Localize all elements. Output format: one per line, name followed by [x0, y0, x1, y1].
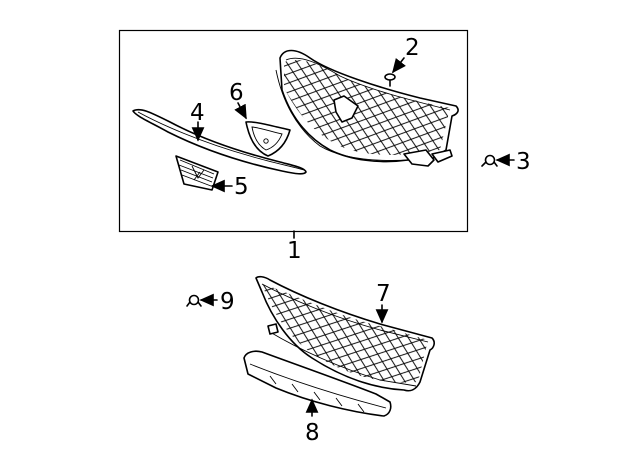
upper-grille: [275, 49, 459, 167]
callout-4: 4: [190, 100, 205, 126]
callout-9: 9: [220, 289, 235, 315]
callout-6: 6: [229, 80, 244, 106]
callout-5: 5: [234, 174, 249, 200]
part-8-bracket: [243, 350, 392, 417]
callout-2: 2: [405, 35, 420, 61]
part-4-molding: [132, 108, 307, 175]
part-5-emblem: [175, 155, 219, 191]
leader-2: [392, 57, 406, 74]
part-3-clip: [481, 154, 498, 167]
callout-3: 3: [516, 149, 531, 175]
part-9-clip: [186, 294, 202, 307]
callout-8: 8: [305, 420, 320, 446]
callout-1: 1: [287, 238, 302, 264]
leader-6: [234, 102, 247, 120]
callout-7: 7: [376, 281, 391, 307]
part-6-emblem-bezel: [245, 121, 291, 157]
part-2-screw: [384, 73, 396, 87]
